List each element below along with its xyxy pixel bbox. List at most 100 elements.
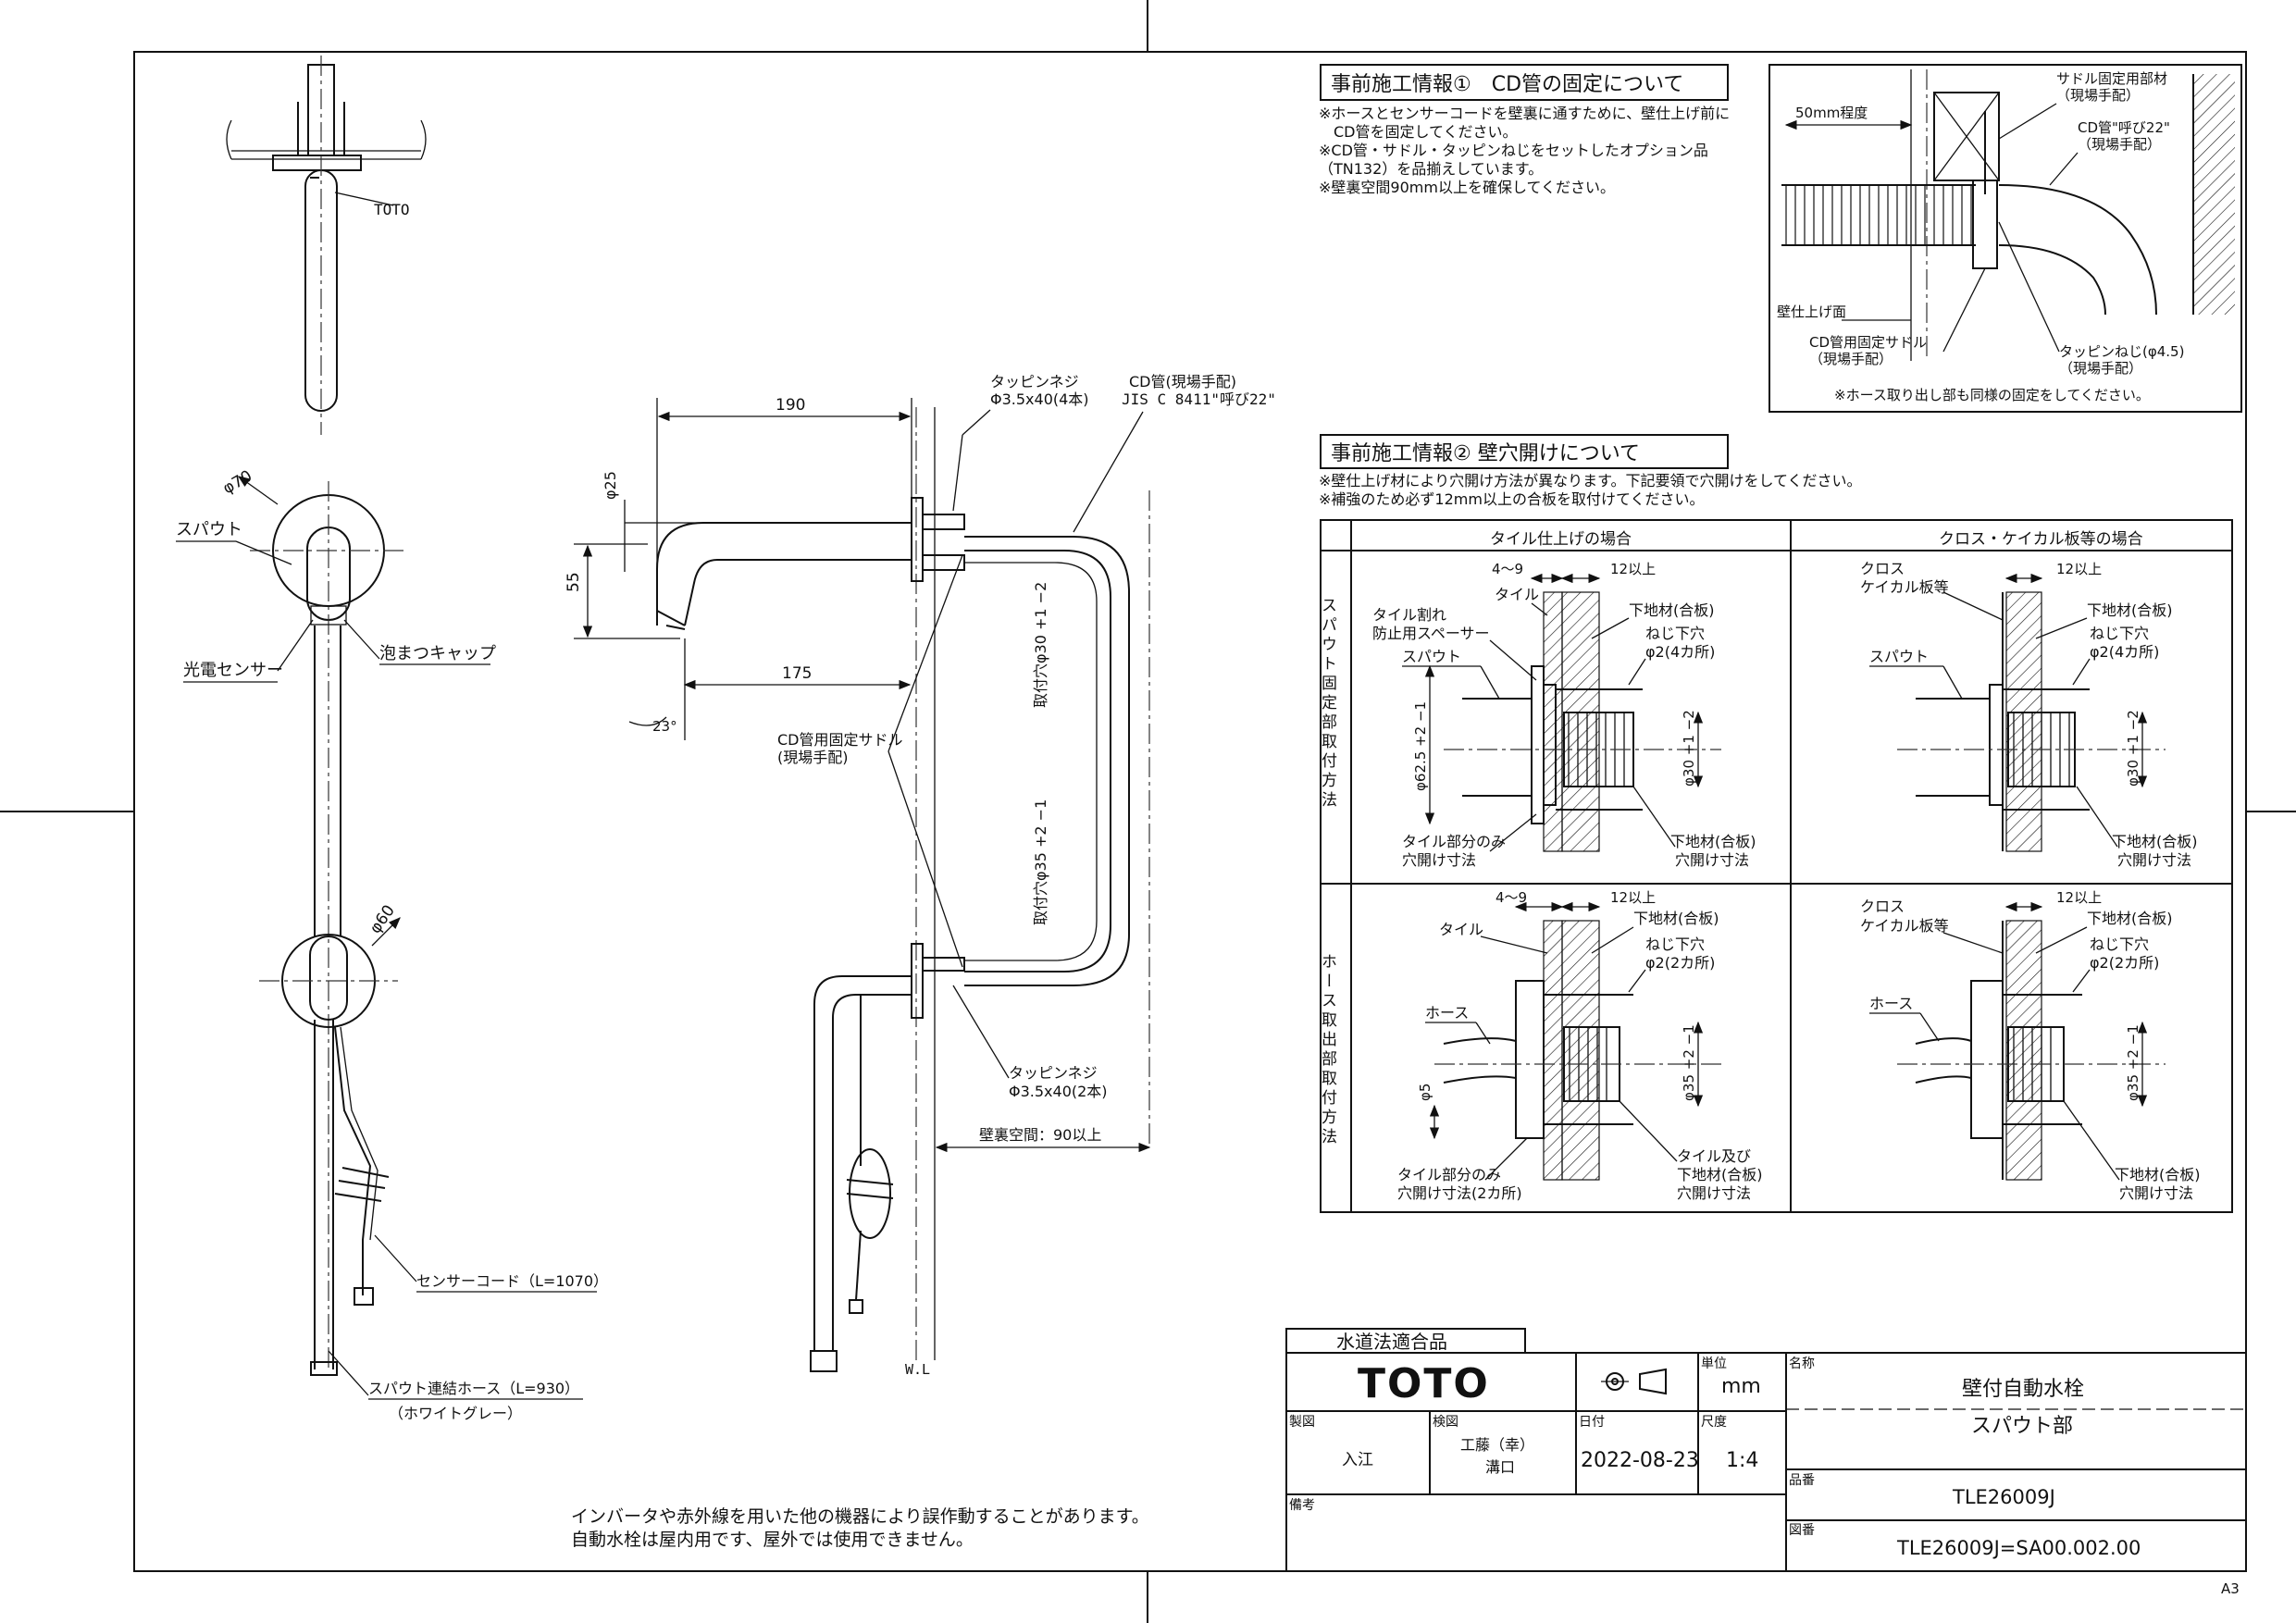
info1-line-3: （TN132）を品揃えしています。 bbox=[1319, 160, 1543, 178]
c1-dia625: φ62.5 +2 −1 bbox=[1412, 701, 1429, 791]
dia25-label: φ25 bbox=[602, 471, 619, 500]
pipe-ribs bbox=[1785, 185, 1972, 245]
c3-screw1: ねじ下穴 bbox=[1645, 935, 1705, 953]
info2-title: 事前施工情報② 壁穴開けについて bbox=[1331, 442, 1640, 465]
col-tile: タイル仕上げの場合 bbox=[1490, 530, 1632, 549]
c3-both2: 下地材(合板) bbox=[1677, 1166, 1763, 1183]
cd-spacing: 50mm程度 bbox=[1795, 105, 1868, 121]
water-law: 水道法適合品 bbox=[1336, 1331, 1447, 1353]
c4-screw2: φ2(2カ所) bbox=[2090, 954, 2159, 972]
row-hose: ホース取出部取付方法 bbox=[1318, 953, 1337, 1147]
c3-both1: タイル及び bbox=[1677, 1147, 1751, 1165]
note-0: インバータや赤外線を用いた他の機器により誤作動することがあります。 bbox=[571, 1506, 1149, 1527]
spout-label: スパウト bbox=[176, 520, 242, 539]
unit-value: mm bbox=[1721, 1375, 1761, 1398]
c3-dia5: φ5 bbox=[1417, 1084, 1433, 1101]
info1-title: 事前施工情報① CD管の固定について bbox=[1331, 73, 1683, 96]
info1-line-1: CD管を固定してください。 bbox=[1319, 123, 1518, 141]
warning-notes: インバータや赤外線を用いた他の機器により誤作動することがあります。 自動水栓は屋… bbox=[571, 1506, 1149, 1550]
screw-top-1: タッピンネジ bbox=[990, 373, 1079, 390]
cd-wall-finish: 壁仕上げ面 bbox=[1777, 304, 1846, 320]
saddle-1: CD管用固定サドル bbox=[777, 731, 903, 749]
hose-label: スパウト連結ホース（L=930） bbox=[368, 1380, 579, 1397]
cd-saddle-part-1: サドル固定用部材 bbox=[2056, 70, 2167, 87]
cd-detail: 50mm程度 サドル固定用部材 （現場手配） CD管"呼び22" （現場手配） … bbox=[1769, 64, 2242, 413]
c3-both3: 穴開け寸法 bbox=[1677, 1184, 1751, 1202]
note-1: 自動水栓は屋内用です、屋外では使用できません。 bbox=[571, 1530, 974, 1550]
c4-sub: 下地材(合板) bbox=[2087, 910, 2173, 927]
c3-tile-only1: タイル部分のみ bbox=[1397, 1166, 1501, 1183]
c1-tile-only2: 穴開け寸法 bbox=[1402, 851, 1476, 869]
checked-label: 検図 bbox=[1433, 1415, 1458, 1430]
saddle-2: (現場手配) bbox=[777, 749, 849, 766]
angle-23: 23° bbox=[652, 718, 677, 735]
c2-dia30: φ30 +1 −2 bbox=[2125, 710, 2141, 787]
sheet-size: A3 bbox=[2221, 1580, 2240, 1597]
c4-screw1: ねじ下穴 bbox=[2090, 935, 2149, 953]
cd-saddle-2: （現場手配） bbox=[1809, 351, 1893, 367]
cell-tile-hose: 4〜9 12以上 タイル 下地材(合板) ねじ下穴 φ2(2カ所) ホース φ5… bbox=[1397, 889, 1763, 1202]
info1-line-0: ※ホースとセンサーコードを壁裏に通すために、壁仕上げ前に bbox=[1319, 105, 1730, 122]
c2-spout: スパウト bbox=[1869, 648, 1929, 665]
date-value: 2022-08-23 bbox=[1581, 1449, 1699, 1472]
c1-spout: スパウト bbox=[1402, 648, 1461, 665]
cd-note: ※ホース取り出し部も同様の固定をしてください。 bbox=[1834, 387, 2150, 403]
cell-cross-spout: クロス ケイカル板等 12以上 下地材(合板) ねじ下穴 φ2(4カ所) スパウ… bbox=[1860, 560, 2198, 869]
scale-label: 尺度 bbox=[1701, 1415, 1727, 1430]
c1-dia30: φ30 +1 −2 bbox=[1681, 710, 1697, 787]
c1-screw2: φ2(4カ所) bbox=[1645, 643, 1715, 661]
c4-cross2: ケイカル板等 bbox=[1860, 917, 1949, 935]
drawn-label: 製図 bbox=[1289, 1415, 1315, 1430]
side-view: 190 175 55 φ25 23° タッピンネジ Φ3.5x40(4本) bbox=[565, 373, 1276, 1378]
c3-d49: 4〜9 bbox=[1496, 889, 1527, 906]
dwg-value: TLE26009J=SA00.002.00 bbox=[1896, 1537, 2141, 1559]
c3-screw2: φ2(2カ所) bbox=[1645, 954, 1715, 972]
c2-screw2: φ2(4カ所) bbox=[2090, 643, 2159, 661]
aerator-label: 泡まつキャップ bbox=[379, 644, 496, 663]
info1-line-4: ※壁裏空間90mm以上を確保してください。 bbox=[1319, 179, 1615, 196]
c2-cross1: クロス bbox=[1860, 560, 1905, 577]
dwg-label: 図番 bbox=[1789, 1523, 1815, 1538]
dia60-label: φ60 bbox=[366, 901, 399, 936]
cd-saddle-1: CD管用固定サドル bbox=[1809, 334, 1927, 351]
name2: スパウト部 bbox=[1971, 1415, 2073, 1438]
c4-sub-hole2: 穴開け寸法 bbox=[2119, 1184, 2193, 1202]
c1-sub-hole2: 穴開け寸法 bbox=[1675, 851, 1749, 869]
title-block: 水道法適合品 TOTO 単位 mm 名称 壁付自動水栓 スパウト部 製図 入江 … bbox=[1285, 1328, 2246, 1571]
info2-section: 事前施工情報② 壁穴開けについて ※壁仕上げ材により穴開け方法が異なります。下記… bbox=[1318, 434, 2233, 1213]
c3-tile: タイル bbox=[1439, 921, 1483, 938]
part-value: TLE26009J bbox=[1952, 1486, 2055, 1508]
name1: 壁付自動水栓 bbox=[1962, 1378, 2084, 1401]
screw-bot-1: タッピンネジ bbox=[1009, 1064, 1098, 1082]
part-label: 品番 bbox=[1789, 1473, 1815, 1488]
left-view: TOTO φ70 スパウト 光電センサー 泡まつキャップ φ60 bbox=[176, 56, 608, 1422]
date-label: 日付 bbox=[1579, 1415, 1605, 1430]
dim-190: 190 bbox=[776, 396, 805, 415]
hole30-label: 取付穴φ30 +1 −2 bbox=[1032, 582, 1049, 708]
row-spout: スパウト固定部取付方法 bbox=[1318, 597, 1337, 811]
c4-cross1: クロス bbox=[1860, 898, 1905, 915]
dim-175: 175 bbox=[782, 664, 812, 683]
screw-bot-2: Φ3.5x40(2本) bbox=[1009, 1083, 1108, 1100]
c1-screw1: ねじ下穴 bbox=[1645, 625, 1705, 642]
scale-value: 1:4 bbox=[1726, 1449, 1758, 1472]
c1-sub-hole1: 下地材(合板) bbox=[1670, 833, 1756, 850]
corrugated-pipe bbox=[1781, 184, 2157, 316]
cd-pipe-2-label: （現場手配） bbox=[2078, 136, 2161, 153]
sensor-cord-label: センサーコード（L=1070） bbox=[416, 1272, 608, 1290]
c3-tile-only2: 穴開け寸法(2カ所) bbox=[1397, 1184, 1522, 1202]
dia70-label: φ70 bbox=[220, 467, 255, 499]
sensor-label: 光電センサー bbox=[183, 661, 283, 680]
c2-d12: 12以上 bbox=[2056, 561, 2102, 577]
c2-sub-hole2: 穴開け寸法 bbox=[2117, 851, 2191, 869]
name-label: 名称 bbox=[1789, 1357, 1815, 1371]
c4-d12: 12以上 bbox=[2056, 889, 2102, 906]
dim-55: 55 bbox=[565, 572, 583, 592]
c2-sub-hole1: 下地材(合板) bbox=[2112, 833, 2198, 850]
drawn-value: 入江 bbox=[1342, 1451, 1373, 1469]
c4-sub-hole1: 下地材(合板) bbox=[2115, 1166, 2201, 1183]
cd-pipe-2: JIS C 8411"呼び22" bbox=[1122, 390, 1276, 408]
c4-hose: ホース bbox=[1869, 995, 1913, 1012]
cd-screw-2: （現場手配） bbox=[2059, 360, 2142, 377]
